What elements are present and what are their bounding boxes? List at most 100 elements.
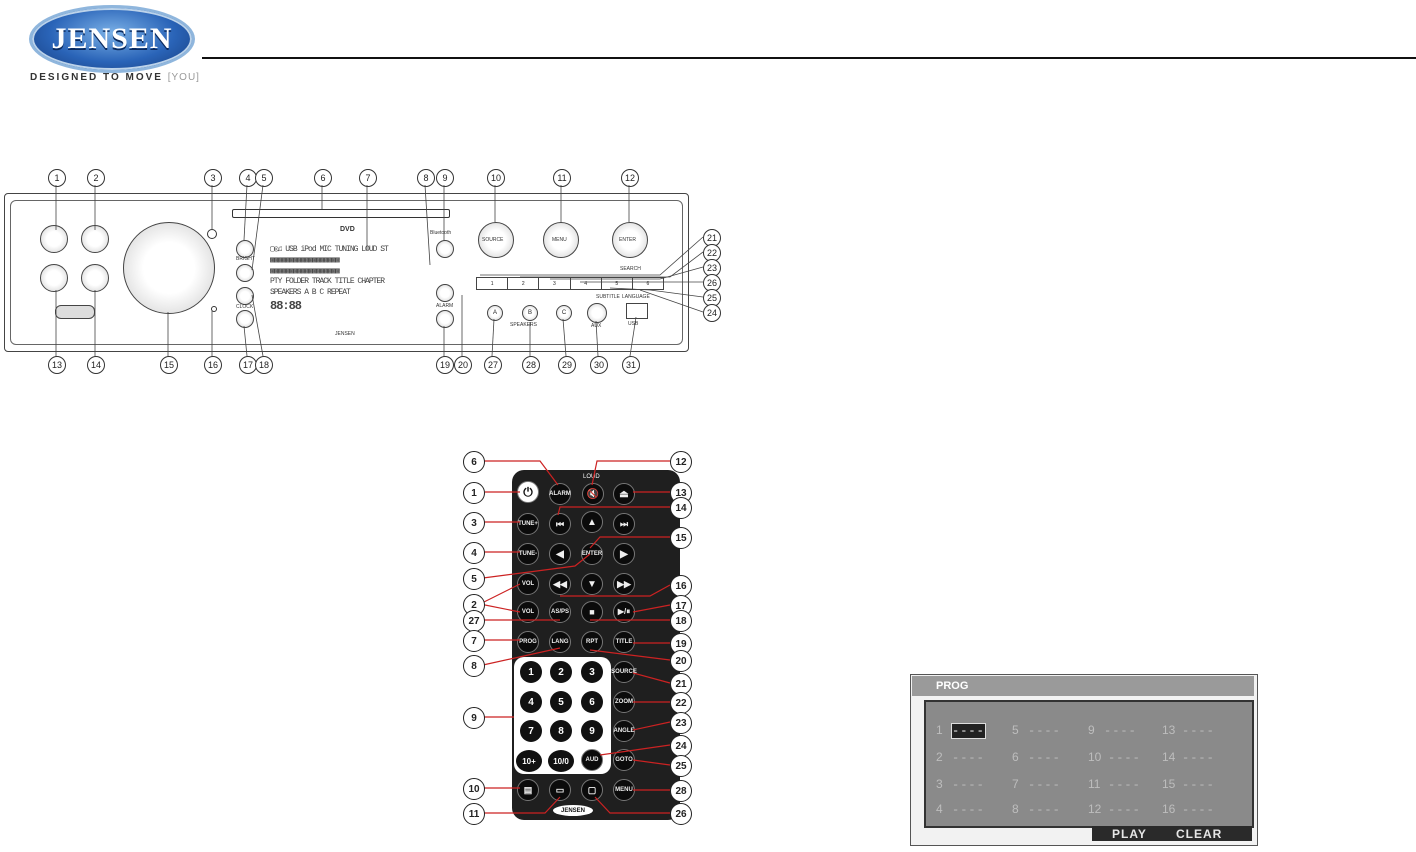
lcd-modes: PTY FOLDER TRACK TITLE CHAPTER: [270, 277, 385, 286]
remote-callout-24: 24: [670, 735, 692, 757]
remote-title-button[interactable]: TITLE: [613, 631, 635, 653]
remote-left-button[interactable]: ◀: [549, 543, 571, 565]
prog-slot-dash: ----: [1028, 751, 1061, 765]
speaker-b-button[interactable]: B: [522, 305, 538, 321]
source-knob[interactable]: [478, 222, 514, 258]
remote-prog-button[interactable]: PROG: [517, 631, 539, 653]
subtitle-label: SUBTITLE: [596, 294, 620, 300]
clear-button[interactable]: CLEAR: [1176, 827, 1223, 841]
remote-next-button[interactable]: ⏭: [613, 513, 635, 535]
numpad-key-10-0[interactable]: 10/0: [548, 750, 574, 772]
callout-24: 24: [703, 304, 721, 322]
remote-alarm-button[interactable]: ALARM: [549, 483, 571, 505]
remote-callout-1: 1: [463, 482, 485, 504]
fp-line-24: [639, 289, 704, 313]
numpad-key-3[interactable]: 3: [581, 661, 603, 683]
panel-button-4[interactable]: [236, 240, 254, 258]
prog-slot-number: 3: [936, 777, 943, 791]
bright-label: BRIGHT: [236, 256, 255, 262]
remote-mute-button[interactable]: 🔇: [582, 483, 604, 505]
remote-enter-button[interactable]: ENTER: [581, 543, 603, 565]
preset-5[interactable]: 5: [602, 278, 633, 289]
speakers-label: SPEAKERS: [510, 322, 537, 328]
numpad-key-2[interactable]: 2: [550, 661, 572, 683]
prog-slot-8: 8----: [1012, 802, 1061, 817]
alarm-button[interactable]: [436, 310, 454, 328]
remote-callout-3: 3: [463, 512, 485, 534]
remote-play-pause-button[interactable]: ▶/⏸: [613, 601, 635, 623]
remote-angle-button[interactable]: ANGLE: [613, 720, 635, 742]
header-rule: [202, 57, 1416, 59]
remote-rewind-button[interactable]: ◀◀: [549, 573, 571, 595]
bluetooth-button[interactable]: [436, 240, 454, 258]
remote-lang-button[interactable]: LANG: [549, 631, 571, 653]
bright-button[interactable]: [236, 264, 254, 282]
numpad-key-7[interactable]: 7: [520, 720, 542, 742]
clock-button[interactable]: [236, 310, 254, 328]
remote-rpt-button[interactable]: RPT: [581, 631, 603, 653]
prog-slot-15: 15----: [1162, 777, 1215, 792]
fp-line-30: [595, 320, 599, 357]
enter-knob[interactable]: [612, 222, 648, 258]
panel-button-18[interactable]: [236, 287, 254, 305]
numpad-key-5[interactable]: 5: [550, 691, 572, 713]
volume-knob[interactable]: [123, 222, 215, 314]
remote-source-button[interactable]: SOURCE: [611, 661, 637, 683]
exit-button[interactable]: [436, 284, 454, 302]
numpad-key-6[interactable]: 6: [581, 691, 603, 713]
usb-port[interactable]: [626, 303, 648, 319]
remote-eject-button[interactable]: ⏏: [613, 483, 635, 505]
fp-line-18: [251, 294, 264, 357]
usb-label: USB: [628, 321, 639, 327]
remote-osd-button[interactable]: ▭: [549, 779, 571, 801]
remote-callout-26: 26: [670, 803, 692, 825]
remote-as-ps-button[interactable]: AS/PS: [549, 601, 571, 623]
preset-2[interactable]: 2: [508, 278, 540, 289]
remote-callout-27: 27: [463, 610, 485, 632]
callout-12: 12: [621, 169, 639, 187]
numpad-key-8[interactable]: 8: [550, 720, 572, 742]
play-button[interactable]: PLAY: [1112, 827, 1147, 841]
remote-right-button[interactable]: ▶: [613, 543, 635, 565]
fp-line-31: [629, 316, 637, 357]
aux-jack[interactable]: [587, 303, 607, 323]
remote-display-button[interactable]: ▢: [581, 779, 603, 801]
remote-subtitle-button[interactable]: ▤: [517, 779, 539, 801]
remote-audio-button[interactable]: AUD: [581, 749, 603, 771]
menu-knob[interactable]: [543, 222, 579, 258]
preset-1[interactable]: 1: [477, 278, 509, 289]
remote-prev-button[interactable]: ⏮: [549, 513, 571, 535]
panel-button-14[interactable]: [81, 264, 109, 292]
numpad-key-4[interactable]: 4: [520, 691, 542, 713]
remote-forward-button[interactable]: ▶▶: [613, 573, 635, 595]
panel-button-13[interactable]: [40, 264, 68, 292]
remote-up-button[interactable]: ▲: [581, 511, 603, 533]
power-button-panel[interactable]: [40, 225, 68, 253]
prog-slot-13: 13----: [1162, 723, 1215, 738]
prog-slot-1: 1----: [936, 723, 986, 739]
remote-callout-4: 4: [463, 542, 485, 564]
numpad-key-1[interactable]: 1: [520, 661, 542, 683]
preset-3[interactable]: 3: [539, 278, 571, 289]
remote-callout-28: 28: [670, 780, 692, 802]
speaker-a-button[interactable]: A: [487, 305, 503, 321]
numpad-key-9[interactable]: 9: [581, 720, 603, 742]
remote-tune-plus-button[interactable]: TUNE+: [517, 513, 539, 535]
remote-callout-15: 15: [670, 527, 692, 549]
remote-vol-up-button[interactable]: VOL: [517, 573, 539, 595]
callout-25: 25: [703, 289, 721, 307]
speaker-c-button[interactable]: C: [556, 305, 572, 321]
lcd-segments-2: ▩▩▩▩▩▩▩▩▩▩▩▩▩▩▩▩▩▩: [270, 267, 340, 276]
numpad-key-10plus[interactable]: 10+: [516, 750, 542, 772]
preset-4[interactable]: 4: [571, 278, 602, 289]
remote-stop-button[interactable]: ■: [581, 601, 603, 623]
remote-tune-minus-button[interactable]: TUNE-: [517, 543, 539, 565]
fp-line-27: [491, 318, 495, 357]
remote-down-button[interactable]: ▼: [581, 573, 603, 595]
remote-callout-16: 16: [670, 575, 692, 597]
callout-8: 8: [417, 169, 435, 187]
prog-slot-dash: ----: [1028, 803, 1061, 817]
preset-6[interactable]: 6: [646, 280, 650, 287]
lcd-display: ▢◎♫ USB iPod MIC TUNING LOUD ST ▩▩▩▩▩▩▩▩…: [270, 244, 420, 320]
